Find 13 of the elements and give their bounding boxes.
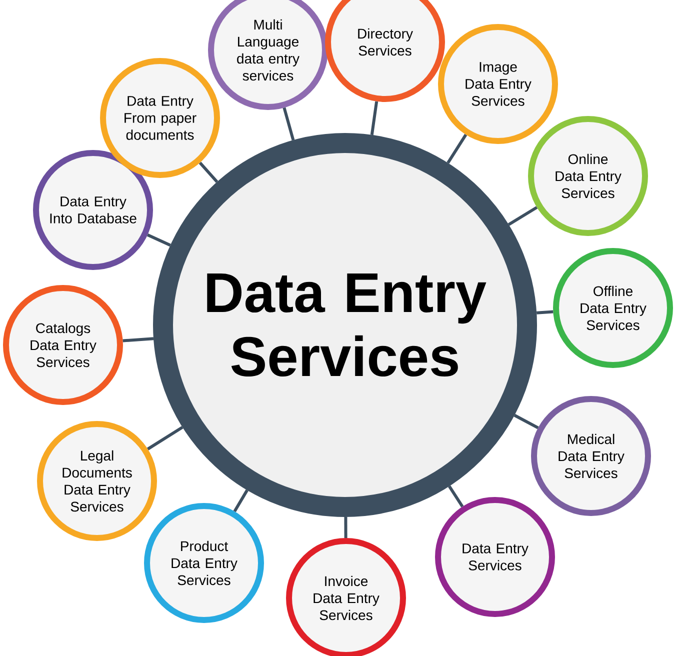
connector-line: [508, 206, 538, 226]
connector-line: [448, 485, 464, 508]
connector-line: [146, 234, 171, 247]
connector-line: [536, 310, 554, 314]
connector-line: [147, 426, 184, 450]
connector-line: [446, 134, 468, 164]
connector-line: [514, 414, 539, 430]
connector-line: [370, 101, 378, 136]
connector-line: [122, 337, 154, 342]
connector-line: [233, 489, 248, 512]
connector-line: [344, 516, 348, 538]
connector-line: [282, 107, 295, 141]
connector-line: [198, 162, 218, 183]
